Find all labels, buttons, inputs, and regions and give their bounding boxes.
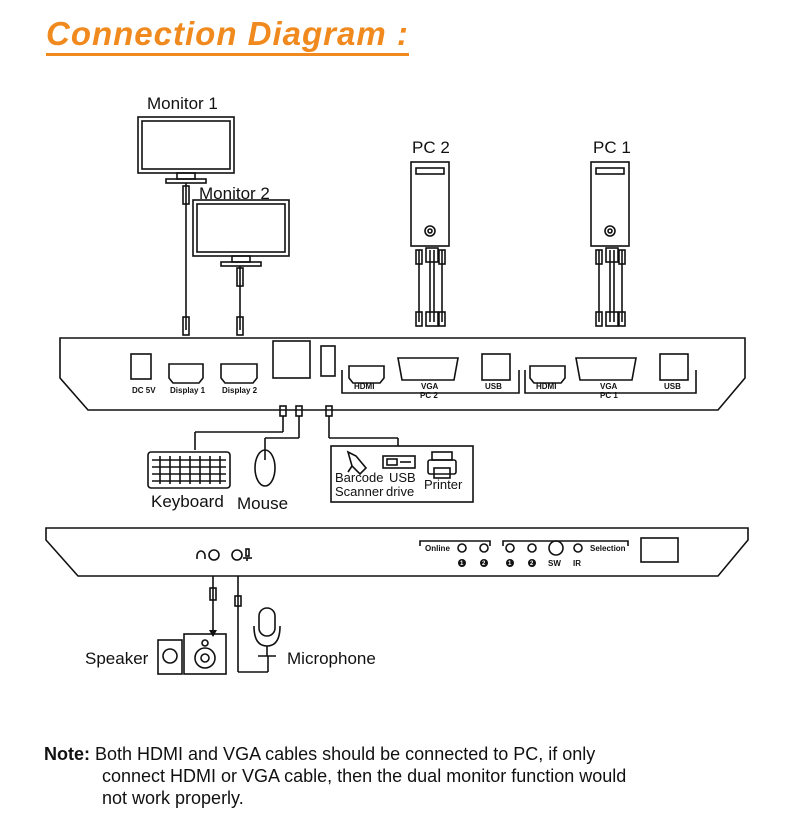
pc-1-tower-icon	[590, 161, 630, 247]
pc2-usb-label: USB	[485, 382, 502, 391]
pc-1-label: PC 1	[593, 138, 631, 157]
display-window-icon	[640, 537, 679, 563]
mouse-label: Mouse	[237, 494, 289, 513]
usb-drive-label-line2: drive	[386, 484, 415, 499]
keyboard-mouse-port-icon	[272, 340, 311, 379]
pc1-vga-port-icon	[575, 357, 637, 381]
note-line-2: connect HDMI or VGA cable, then the dual…	[102, 766, 627, 786]
pc2-vga-port-icon	[397, 357, 459, 381]
sw-button-icon	[548, 540, 564, 556]
display1-hdmi-port-icon	[168, 363, 204, 384]
online-1-num: 1	[460, 561, 464, 567]
connection-diagram: DC 5V Display 1 Display 2 HDMI VGA USB P…	[45, 116, 749, 675]
mouse-icon	[254, 449, 276, 487]
monitor-1-label: Monitor 1	[147, 94, 218, 113]
online-label: Online	[425, 544, 450, 553]
microphone-icon	[253, 607, 281, 657]
monitor-2-icon	[192, 199, 290, 267]
microphone-label: Microphone	[287, 649, 376, 668]
ir-label: IR	[573, 559, 581, 568]
pc2-vga-label: VGA	[421, 382, 439, 391]
dc-label: DC 5V	[132, 386, 156, 395]
note-line-3: not work properly.	[102, 788, 244, 808]
page-title: Connection Diagram :	[46, 16, 409, 56]
selection-1-led-icon	[505, 543, 515, 553]
ir-receiver-icon	[573, 543, 583, 553]
printer-label: Printer	[424, 477, 463, 492]
keyboard-label: Keyboard	[151, 492, 224, 511]
pc2-hdmi-port-icon	[348, 365, 385, 384]
barcode-scanner-icon	[346, 450, 368, 476]
note-line-1: Both HDMI and VGA cables should be conne…	[90, 744, 596, 764]
online-1-led-icon	[457, 543, 467, 553]
printer-icon	[427, 451, 457, 479]
selection-1-num: 1	[508, 561, 512, 567]
selection-2-num: 2	[530, 561, 534, 567]
online-2-led-icon	[479, 543, 489, 553]
pc2-usb-port-icon	[481, 353, 511, 381]
speaker-icon	[157, 633, 227, 675]
note-label: Note:	[44, 744, 90, 764]
usb-port-icon	[320, 345, 336, 377]
note: Note: Both HDMI and VGA cables should be…	[44, 743, 764, 809]
headphone-jack-icon	[208, 549, 220, 561]
barcode-scanner-label-line1: Barcode	[335, 470, 384, 485]
pc2-hdmi-label: HDMI	[354, 382, 374, 391]
monitor-1-icon	[137, 116, 235, 184]
selection-label: Selection	[590, 544, 626, 553]
keyboard-icon	[147, 451, 231, 489]
display2-label: Display 2	[222, 386, 258, 395]
barcode-scanner-label-line2: Scanner	[335, 484, 384, 499]
selection-2-led-icon	[527, 543, 537, 553]
pc-2-label: PC 2	[412, 138, 450, 157]
kvm-rear-panel	[59, 337, 746, 411]
sw-label: SW	[548, 559, 561, 568]
display1-label: Display 1	[170, 386, 206, 395]
dc-port-icon	[130, 353, 152, 380]
pc1-usb-label: USB	[664, 382, 681, 391]
pc1-hdmi-label: HDMI	[536, 382, 556, 391]
microphone-jack-icon	[231, 549, 243, 561]
pc1-vga-label: VGA	[600, 382, 618, 391]
usb-drive-label-line1: USB	[389, 470, 416, 485]
pc1-hdmi-port-icon	[529, 365, 566, 384]
pc1-usb-port-icon	[659, 353, 689, 381]
display2-hdmi-port-icon	[220, 363, 258, 384]
pc-2-tower-icon	[410, 161, 450, 247]
pc1-group-label: PC 1	[600, 391, 618, 400]
speaker-label: Speaker	[85, 649, 149, 668]
pc2-group-label: PC 2	[420, 391, 438, 400]
kvm-front-panel	[45, 527, 749, 577]
online-2-num: 2	[482, 561, 486, 567]
usb-drive-icon	[382, 455, 416, 469]
usb-devices-box	[330, 445, 474, 503]
monitor-2-label: Monitor 2	[199, 184, 270, 203]
